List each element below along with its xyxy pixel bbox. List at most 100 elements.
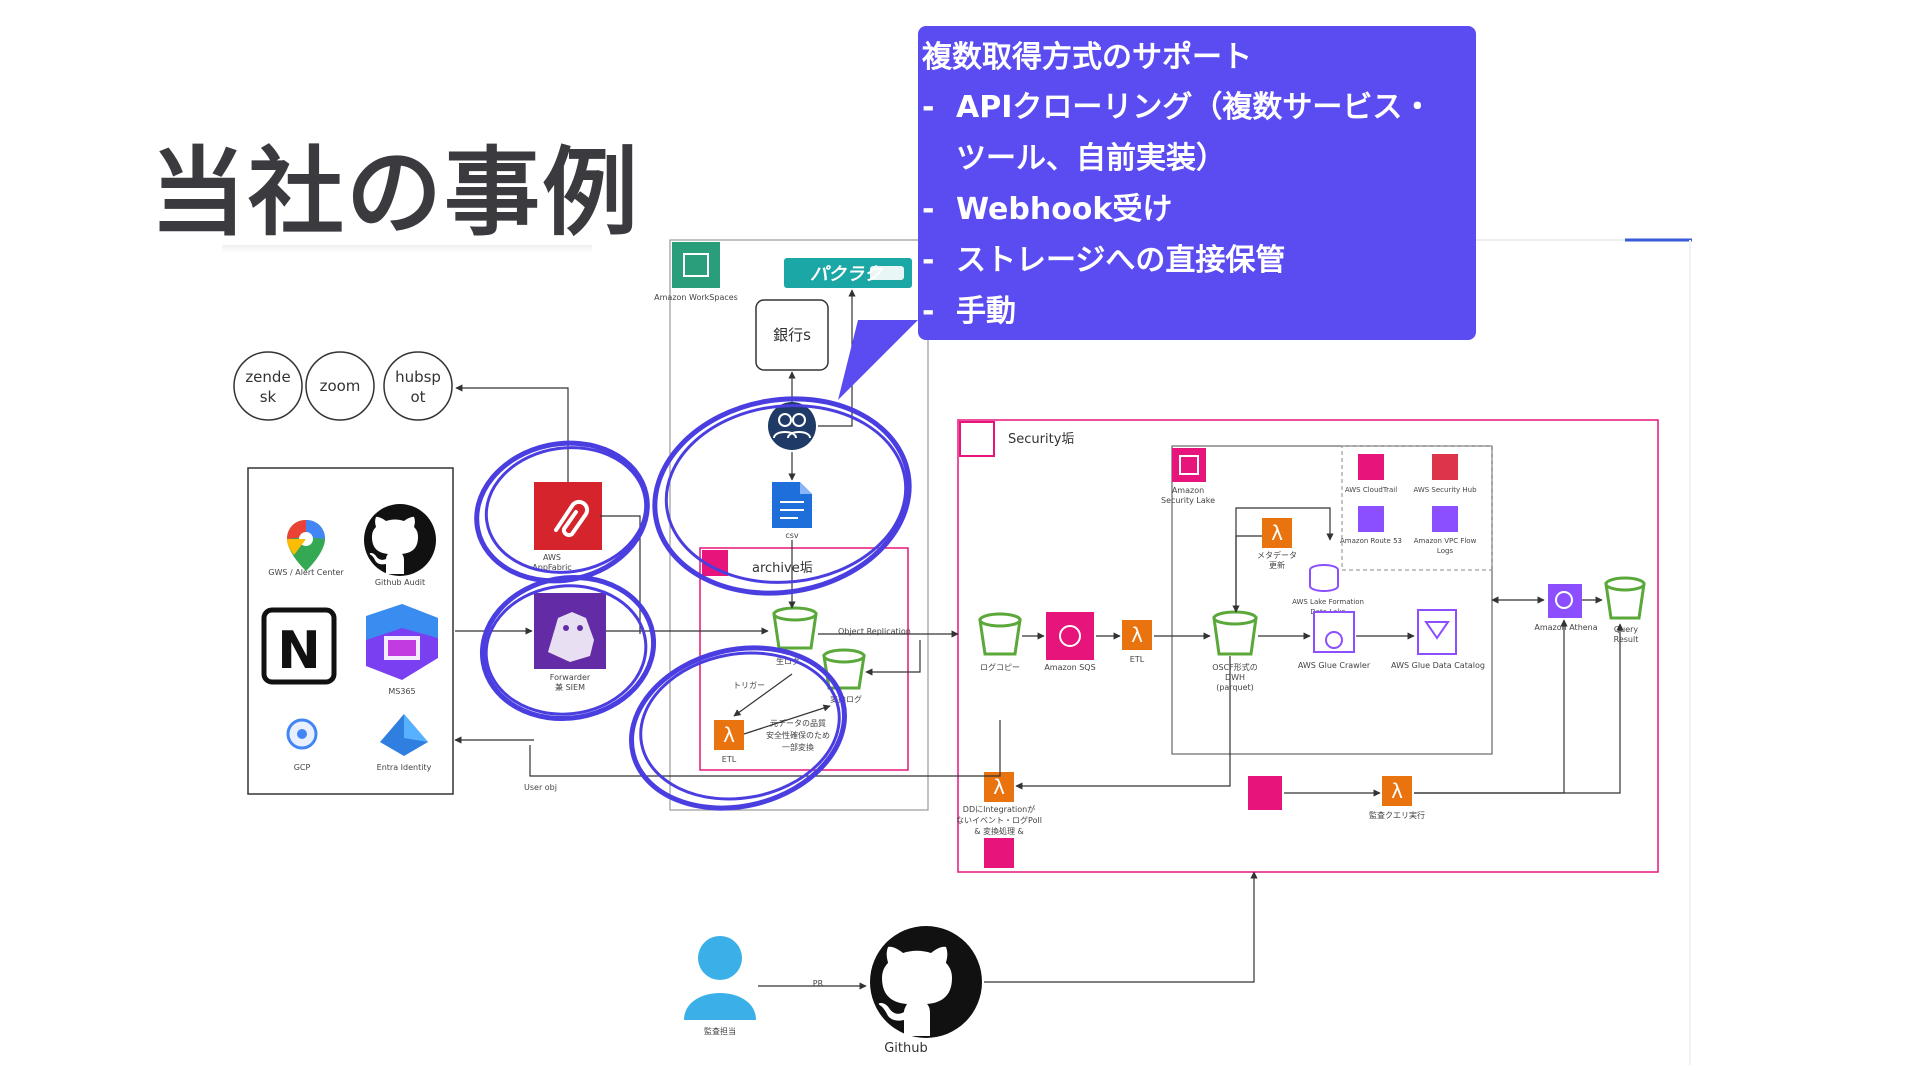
svg-text:λ: λ xyxy=(1391,779,1403,803)
users-group-icon xyxy=(768,402,816,450)
metadata-label: メタデータ更新 xyxy=(1257,550,1297,570)
eventbridge-audit-icon xyxy=(1248,776,1282,810)
saas-zoom: zoom xyxy=(305,351,375,421)
source-gcp-label: GCP xyxy=(294,763,311,772)
callout-item-text: Webhook受け xyxy=(956,192,1173,227)
callout-item-text: ストレージへの直接保管 xyxy=(956,243,1286,278)
auditor-label: 監査担当 xyxy=(704,1026,736,1036)
glue-crawler-label: AWS Glue Crawler xyxy=(1298,661,1371,670)
callout-item: -APIクローリング（複数サービス・ ツール、自前実装） xyxy=(922,82,1432,184)
gcp-icon xyxy=(286,718,318,750)
github-label: Github xyxy=(884,1041,928,1056)
callout-bullet: - xyxy=(922,243,935,278)
highlight-workspaces xyxy=(652,396,912,596)
vpc-flow-logs-icon xyxy=(1432,506,1458,532)
highlight-archive-etl-2 xyxy=(639,651,841,801)
callout-item-text: 手動 xyxy=(956,294,1016,329)
athena-icon xyxy=(1548,584,1582,618)
source-gws-label: GWS / Alert Center xyxy=(268,568,344,577)
callout-box: 複数取得方式のサポート -APIクローリング（複数サービス・ ツール、自前実装）… xyxy=(918,26,1476,340)
callout-bullet: - xyxy=(922,90,935,125)
object-replication-label: Object Replication xyxy=(838,627,911,636)
log-sources-dashed-box xyxy=(1341,445,1493,571)
callout-bullet: - xyxy=(922,192,935,227)
sqs-icon xyxy=(1046,612,1094,660)
raw-log-label: 生ログ xyxy=(776,656,800,666)
bank-box xyxy=(755,299,829,371)
source-ms365-label: MS365 xyxy=(388,687,415,696)
auditor-person-icon xyxy=(684,936,756,1020)
csv-file-icon xyxy=(772,482,812,528)
lambda-archive-icon: λ xyxy=(714,720,744,750)
callout-bullet: - xyxy=(922,294,935,329)
archive-label: archive垢 xyxy=(752,561,813,576)
bakuraku-logo-text: パクラク xyxy=(810,264,884,285)
etl-archive-label: ETL xyxy=(722,755,737,764)
title-underline xyxy=(222,245,592,253)
athena-label: Amazon Athena xyxy=(1534,623,1597,632)
s3-log-copy-icon xyxy=(978,612,1022,656)
github-large-icon xyxy=(870,926,982,1038)
csv-label: csv xyxy=(785,531,799,540)
lambda-metadata-icon: λ xyxy=(1262,518,1292,548)
lambda-dd-poll-icon: λ xyxy=(984,772,1014,802)
svg-text:λ: λ xyxy=(723,723,735,747)
google-maps-icon xyxy=(287,520,325,571)
entra-id-icon xyxy=(380,714,428,756)
appfabric-icon xyxy=(534,482,602,550)
audit-query-label: 監査クエリ実行 xyxy=(1369,810,1425,820)
highlight-forwarder-2 xyxy=(484,584,648,716)
cloudtrail-icon xyxy=(1358,454,1384,480)
trigger-label: トリガー xyxy=(733,680,765,690)
svg-text:λ: λ xyxy=(993,775,1005,799)
security-lake-icon xyxy=(1172,448,1206,482)
highlight-forwarder xyxy=(479,574,657,722)
security-label: Security垢 xyxy=(1008,432,1074,447)
bakuraku-logo-icon: パクラク xyxy=(784,258,912,288)
s3-raw-bucket-icon xyxy=(772,606,818,650)
callout-list: -APIクローリング（複数サービス・ ツール、自前実装） -Webhook受け … xyxy=(922,82,1432,337)
security-account-icon xyxy=(959,421,995,457)
slide-title: 当社の事例 xyxy=(150,137,640,249)
source-github-label: Github Audit xyxy=(375,578,425,587)
workspaces-label: Amazon WorkSpaces xyxy=(654,293,738,302)
github-icon xyxy=(364,504,436,576)
etl2-label: ETL xyxy=(1130,655,1145,664)
highlight-archive-etl xyxy=(629,645,847,811)
callout-heading: 複数取得方式のサポート xyxy=(922,40,1252,75)
highlight-circles xyxy=(474,396,912,811)
glue-catalog-icon xyxy=(1417,609,1457,655)
sqs-label: Amazon SQS xyxy=(1044,663,1095,672)
s3-query-result-icon xyxy=(1604,576,1646,620)
route53-label: Amazon Route 53 xyxy=(1340,537,1402,545)
log-copy-label: ログコピー xyxy=(980,662,1020,672)
highlight-workspaces-2 xyxy=(664,404,908,584)
lake-formation-icon xyxy=(1309,564,1339,592)
security-account-box xyxy=(957,419,1659,873)
glue-catalog-label: AWS Glue Data Catalog xyxy=(1391,661,1485,670)
saas-zoom-label: zoom xyxy=(320,377,361,395)
glue-crawler-icon xyxy=(1313,611,1355,653)
etl-archive-note: 元データの品質安全性確保のため一部変換 xyxy=(766,718,830,752)
s3-dwh-icon xyxy=(1212,610,1258,656)
lambda-audit-query-icon: λ xyxy=(1382,776,1412,806)
callout-item: -ストレージへの直接保管 xyxy=(922,235,1432,286)
microsoft-365-icon xyxy=(366,604,438,680)
datadog-icon xyxy=(534,593,606,669)
security-hub-icon xyxy=(1432,454,1458,480)
svg-text:λ: λ xyxy=(1131,623,1143,647)
connectors xyxy=(454,289,1624,990)
route53-icon xyxy=(1358,506,1384,532)
pr-label: PR xyxy=(813,979,824,988)
svg-text:λ: λ xyxy=(1271,521,1283,545)
